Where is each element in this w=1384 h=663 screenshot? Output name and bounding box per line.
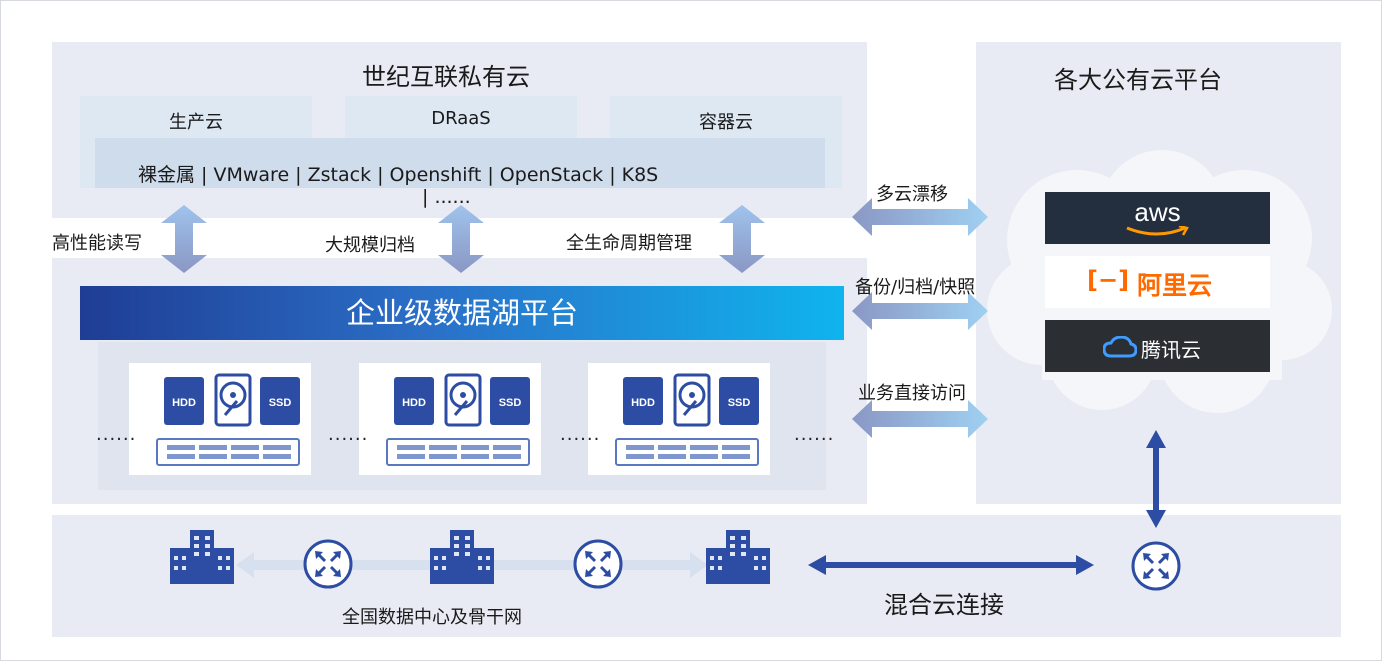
storage-ellipsis-1: ...... <box>96 424 137 445</box>
sub-cloud-production: 生产云 <box>169 112 223 133</box>
double-arrow-horizontal-1 <box>852 198 988 236</box>
label-high-performance-rw: 高性能读写 <box>52 233 142 254</box>
storage-ellipsis-4: ...... <box>794 424 835 445</box>
cloud-router-arrow <box>1146 430 1166 528</box>
svg-text:HDD: HDD <box>631 397 655 409</box>
aliyun-logo-text: 阿里云 <box>1137 271 1213 300</box>
aws-logo-text: aws <box>1134 197 1181 227</box>
storage-ellipsis-3: ...... <box>560 424 601 445</box>
datacenter-building-icon-1 <box>170 530 234 584</box>
label-backup-archive-snapshot: 备份/归档/快照 <box>855 277 976 298</box>
datacenter-building-icon-3 <box>706 530 770 584</box>
tech-stack: 裸金属 | VMware | Zstack | Openshift | Open… <box>138 164 659 186</box>
svg-text:SSD: SSD <box>269 397 292 409</box>
label-multicloud-migration: 多云漂移 <box>876 184 948 205</box>
double-arrow-vertical-2 <box>438 205 484 273</box>
hybrid-connection-label: 混合云连接 <box>884 591 1004 619</box>
provider-aws: aws <box>1045 192 1270 244</box>
double-arrow-vertical-1 <box>161 205 207 273</box>
storage-node-icon: HDD SSD <box>156 373 300 466</box>
sub-cloud-container: 容器云 <box>699 112 753 133</box>
tencent-logo-text: 腾讯云 <box>1141 338 1201 362</box>
tech-stack-more: | ...... <box>422 186 471 208</box>
router-icon-3 <box>1131 541 1181 591</box>
sub-cloud-draas: DRaaS <box>431 108 491 129</box>
tech-stack-bar <box>95 138 825 188</box>
private-cloud-title: 世纪互联私有云 <box>362 63 530 91</box>
double-arrow-vertical-3 <box>719 205 765 273</box>
storage-node-1: HDD SSD <box>129 363 311 475</box>
aws-smile-icon <box>1126 226 1189 236</box>
backbone-label: 全国数据中心及骨干网 <box>342 607 522 628</box>
public-cloud-title: 各大公有云平台 <box>1054 66 1222 94</box>
storage-node-3: HDD SSD <box>588 363 770 475</box>
label-direct-business-access: 业务直接访问 <box>858 383 966 404</box>
provider-tencent: 腾讯云 <box>1045 320 1270 372</box>
backbone-panel <box>52 515 1341 637</box>
storage-node-icon: HDD SSD <box>615 373 759 466</box>
provider-aliyun: [−] 阿里云 <box>1045 256 1270 308</box>
label-lifecycle-management: 全生命周期管理 <box>566 233 692 254</box>
storage-node-icon: HDD SSD <box>386 373 530 466</box>
storage-node-2: HDD SSD <box>359 363 541 475</box>
datacenter-building-icon-2 <box>430 530 494 584</box>
svg-text:HDD: HDD <box>402 397 426 409</box>
router-icon-1 <box>303 539 353 589</box>
svg-text:HDD: HDD <box>172 397 196 409</box>
tencent-cloud-icon <box>1103 336 1137 358</box>
svg-text:SSD: SSD <box>499 397 522 409</box>
hybrid-connection-arrow <box>808 555 1094 575</box>
data-lake-platform-bar: 企业级数据湖平台 <box>80 286 844 340</box>
double-arrow-horizontal-2 <box>852 292 988 330</box>
aliyun-logo-icon: [−] <box>1087 266 1130 294</box>
router-icon-2 <box>573 539 623 589</box>
label-large-scale-archive: 大规模归档 <box>325 235 415 256</box>
svg-text:SSD: SSD <box>728 397 751 409</box>
double-arrow-horizontal-3 <box>852 400 988 438</box>
storage-ellipsis-2: ...... <box>328 424 369 445</box>
